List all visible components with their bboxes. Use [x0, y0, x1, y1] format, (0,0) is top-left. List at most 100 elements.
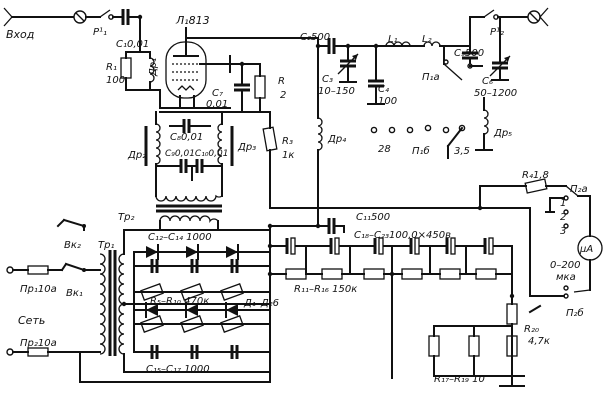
- capacitor-c9-c10: [155, 159, 223, 181]
- r11-r16-label: R₁₁–R₁₆ 150к: [294, 284, 357, 295]
- resistor-r4: [479, 178, 567, 194]
- dr4-label: Др₄: [327, 134, 346, 145]
- c7-label: C₇: [212, 88, 223, 99]
- r1-label: R₁: [106, 62, 117, 73]
- dr2-label: Др₂: [127, 150, 146, 161]
- band-28-label: 28: [378, 144, 391, 155]
- variable-capacitor-c3: [337, 45, 359, 83]
- resistor-r3: [262, 111, 278, 209]
- switch-p1-1: [85, 9, 119, 20]
- meter-range: 0–200: [550, 260, 580, 271]
- p1-1-label: P¹₁: [93, 27, 107, 38]
- choke-dr3: [217, 111, 234, 179]
- capacitor-c5: [462, 45, 478, 65]
- p2-1-label: P¹₂: [490, 27, 504, 38]
- c15-c17-label: C₁₅–C₁₇ 1000: [146, 364, 210, 375]
- r20-label: R₂₀: [524, 324, 539, 335]
- c5-label: C₅500: [454, 48, 484, 59]
- p1a-label: П₁а: [422, 72, 440, 83]
- tr2-label: Тр₂: [118, 212, 134, 223]
- r5-r10-label: R₅–R₁₀ 470к: [150, 296, 209, 307]
- l1-label: L₁: [388, 34, 398, 45]
- meter-switch-p2b: [529, 207, 591, 299]
- r2-label: R: [278, 76, 285, 87]
- switch-pos-2: 2: [560, 212, 566, 223]
- fuse-pr2: [6, 347, 101, 357]
- capacitor-row-bottom: [133, 345, 271, 359]
- p2a-label: П₂а: [570, 184, 588, 195]
- c12-c14-label: C₁₂–C₁₄ 1000: [148, 232, 212, 243]
- capacitor-c2: [317, 38, 421, 54]
- diode-row-top: [133, 244, 271, 260]
- pr2-label: Пр₂10а: [20, 338, 57, 349]
- c18-c23-label: C₁₈–C₂₃100,0×450в: [354, 230, 451, 241]
- c1-label: C₁0,01: [116, 39, 149, 50]
- capacitor-c8: [169, 119, 211, 133]
- microammeter: [577, 235, 603, 291]
- diode-row-bottom: [133, 302, 271, 318]
- r17-r19-label: R₁₇–R₁₉ 10: [434, 374, 485, 385]
- capacitor-c1: [117, 9, 141, 25]
- capacitor-row-top: [133, 259, 271, 273]
- filament-transformer-tr2: [155, 177, 223, 229]
- meter-unit: мка: [556, 272, 576, 283]
- c8-label: C₈0,01: [170, 132, 203, 143]
- band-35-label: 3,5: [454, 146, 470, 157]
- c2-label: C₂500: [300, 32, 330, 43]
- dr1-label: Др₁: [148, 58, 159, 77]
- choke-dr4: [317, 45, 323, 227]
- tr1-label: Тр₁: [98, 240, 114, 251]
- mains-label: Сеть: [18, 314, 45, 327]
- switch-vk1: [60, 262, 101, 272]
- resistor-r2: [241, 63, 266, 113]
- c4-label: C₄: [378, 84, 389, 95]
- variable-capacitor-c6: [489, 45, 511, 81]
- c4-value: 100: [378, 96, 397, 107]
- switch-pos-1: 1: [560, 198, 566, 209]
- choke-dr5: [475, 97, 493, 151]
- meter-symbol: μA: [579, 244, 593, 255]
- fuse-pr1: [6, 265, 63, 275]
- dr5-label: Др₅: [493, 128, 512, 139]
- c3-value: 10–150: [318, 86, 355, 97]
- dr3-label: Др₃: [237, 142, 256, 153]
- capacitor-c7: [229, 63, 250, 113]
- c11-label: C₁₁500: [356, 212, 390, 223]
- r2-index: 2: [280, 90, 286, 101]
- grid-resistor-r1: [120, 16, 151, 91]
- choke-dr1: [149, 51, 155, 91]
- switch-pos-3: 3: [560, 226, 566, 237]
- c6-value: 50–1200: [474, 88, 517, 99]
- p2b-label: П₂б: [566, 307, 584, 319]
- vk2-label: Вк₂: [64, 240, 81, 251]
- l2-label: L₂: [422, 34, 432, 45]
- pr1-label: Пр₁10а: [20, 284, 57, 295]
- switch-vk2: [56, 218, 86, 231]
- band-switch-p1b: [370, 124, 466, 159]
- p1b-label: П₁б: [412, 145, 430, 157]
- mains-transformer-tr1: [99, 250, 125, 356]
- resistor-row-r5-r10: [133, 283, 271, 333]
- r20-value: 4,7к: [528, 336, 550, 347]
- d1-d6-label: Д₁–Д₂6: [243, 298, 279, 309]
- c9-c10-label: C₉0,01C₁₀0,01: [165, 149, 228, 159]
- meter-switch-p2a: [545, 185, 591, 237]
- c6-label: C₆: [482, 76, 493, 87]
- band-switch-p1a: [443, 45, 483, 81]
- r3-label: R₃: [282, 136, 293, 147]
- r3-value: 1к: [282, 150, 294, 161]
- capacitor-c4: [367, 45, 385, 105]
- c7-value: 0,01: [206, 99, 228, 110]
- tube-label: Л₁813: [175, 14, 210, 27]
- r1-value: 100: [106, 75, 125, 86]
- output-switch-p2-1: [469, 7, 549, 27]
- r4-label: R₄1,8: [522, 170, 549, 181]
- capacitor-c11: [317, 218, 345, 234]
- junction-dots: [121, 14, 515, 307]
- capacitor-chain-c18-c23: [269, 237, 513, 255]
- input-connector: [3, 7, 87, 27]
- c3-label: C₃: [322, 74, 333, 85]
- choke-dr2: [144, 111, 161, 179]
- input-label: Вход: [6, 28, 34, 41]
